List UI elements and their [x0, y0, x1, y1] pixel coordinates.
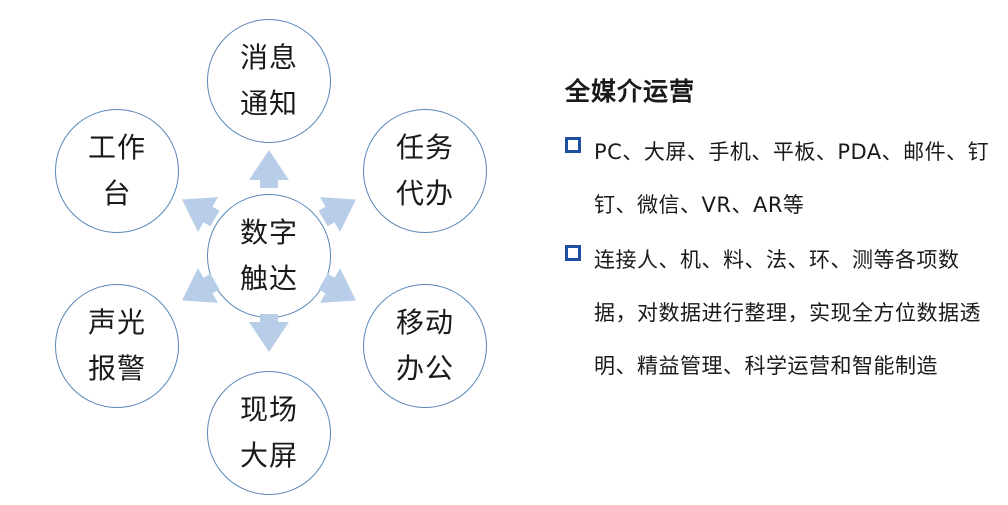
- node-bottom: 现场 大屏: [207, 371, 331, 495]
- node-top-right: 任务 代办: [363, 109, 487, 233]
- square-bullet-icon: [565, 245, 581, 261]
- bullet-text-channels: PC、大屏、手机、平板、PDA、邮件、钉钉、微信、VR、AR等: [594, 140, 990, 217]
- arrow-down: [249, 322, 289, 352]
- node-top-left-label: 工作 台: [87, 131, 146, 210]
- node-top-label: 消息 通知: [239, 41, 298, 120]
- node-bottom-label: 现场 大屏: [239, 393, 298, 472]
- bullet-item-data: 连接人、机、料、法、环、测等各项数据，对数据进行整理，实现全方位数据透明、精益管…: [565, 234, 995, 393]
- node-top-left: 工作 台: [55, 109, 179, 233]
- touchpoint-diagram: 消息 通知 任务 代办 移动 办公 现场 大屏 声光 报警 工作 台 数字 触达: [0, 0, 540, 505]
- node-center: 数字 触达: [207, 194, 331, 318]
- media-panel: 全媒介运营 PC、大屏、手机、平板、PDA、邮件、钉钉、微信、VR、AR等 连接…: [565, 72, 995, 395]
- node-bottom-left-label: 声光 报警: [87, 306, 146, 385]
- bullet-text-data: 连接人、机、料、法、环、测等各项数据，对数据进行整理，实现全方位数据透明、精益管…: [594, 248, 981, 378]
- arrow-down-right: [320, 268, 366, 318]
- node-top-right-label: 任务 代办: [395, 131, 454, 210]
- bullet-item-channels: PC、大屏、手机、平板、PDA、邮件、钉钉、微信、VR、AR等: [565, 126, 995, 232]
- node-bottom-right: 移动 办公: [363, 284, 487, 408]
- arrow-up-right: [320, 182, 366, 232]
- node-bottom-left: 声光 报警: [55, 284, 179, 408]
- panel-title: 全媒介运营: [565, 77, 696, 106]
- node-top: 消息 通知: [207, 19, 331, 143]
- arrow-down-left: [172, 268, 218, 318]
- arrow-up-left: [172, 182, 218, 232]
- square-bullet-icon: [565, 137, 581, 153]
- arrow-up: [249, 150, 289, 188]
- node-center-label: 数字 触达: [239, 216, 298, 295]
- node-bottom-right-label: 移动 办公: [395, 306, 454, 385]
